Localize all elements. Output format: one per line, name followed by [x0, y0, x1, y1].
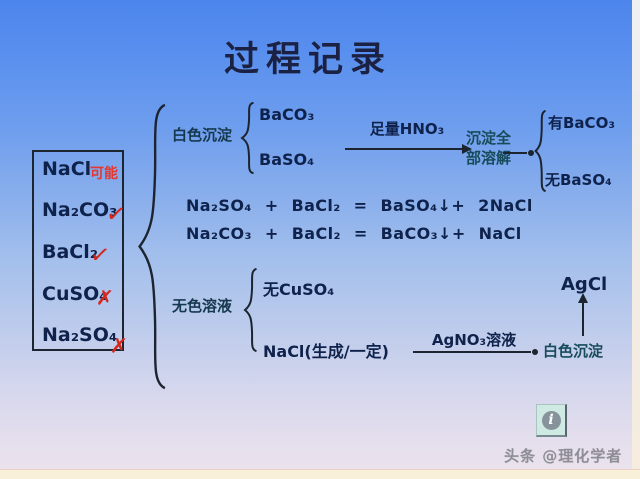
sample-formula: NaCl	[42, 158, 92, 180]
frame-right-strip	[632, 0, 640, 479]
check-mark: ✓	[88, 239, 112, 271]
info-action-button[interactable]: i	[536, 404, 567, 437]
solution-brace	[242, 268, 257, 352]
info-icon: i	[541, 410, 561, 430]
main-brace	[133, 102, 166, 391]
dissolve-result-line2: 部溶解	[466, 149, 512, 167]
precipitate-baco3: BaCO₃	[259, 105, 315, 124]
white-precipitate-result: 白色沉淀	[543, 342, 604, 360]
check-mark: ✓	[104, 198, 128, 230]
sample-formula: Na₂CO₃	[42, 199, 118, 221]
arrow-to-agcl	[578, 293, 588, 336]
sample-list-box: NaCl 可能 Na₂CO₃ ✓ BaCl₂ ✓ CuSO₄ ✗ Na₂SO₄ …	[32, 150, 128, 359]
colorless-solution-label: 无色溶液	[172, 297, 233, 315]
equation-na2so4-bacl2: Na₂SO₄ + BaCl₂ = BaSO₄↓+ 2NaCl	[186, 196, 533, 215]
reaction-arrow-hno3	[345, 144, 472, 154]
frame-bottom-strip	[0, 469, 640, 479]
cross-mark: ✗	[95, 285, 115, 311]
agcl-product: AgCl	[561, 274, 608, 295]
nacl-item: NaCl(生成/一定)	[263, 342, 389, 361]
arrow-to-outcomes	[503, 150, 534, 156]
dissolve-result-line1: 沉淀全	[466, 129, 512, 147]
reagent-agno3-label: AgNO₃溶液	[431, 331, 517, 349]
sample-formula: BaCl₂	[42, 241, 99, 263]
outcome-no-baso4: 无BaSO₄	[545, 171, 612, 189]
outcomes-brace	[533, 110, 546, 192]
no-cuso4-item: 无CuSO₄	[263, 280, 335, 299]
white-precipitate-label: 白色沉淀	[172, 126, 233, 144]
watermark: 头条 @理化学者	[504, 447, 623, 465]
reaction-arrow-agno3	[413, 349, 538, 355]
cross-mark: ✗	[109, 333, 129, 359]
precipitate-brace	[239, 102, 254, 174]
equation-na2co3-bacl2: Na₂CO₃ + BaCl₂ = BaCO₃↓+ NaCl	[186, 224, 522, 243]
precipitate-baso4: BaSO₄	[259, 150, 315, 169]
maybe-annotation: 可能	[90, 166, 118, 182]
sample-formula: CuSO₄	[42, 283, 108, 305]
page-title: 过程记录	[223, 39, 392, 80]
reagent-hno3-label: 足量HNO₃	[369, 120, 445, 138]
outcome-has-baco3: 有BaCO₃	[548, 114, 615, 132]
sample-formula: Na₂SO₄	[42, 324, 118, 346]
